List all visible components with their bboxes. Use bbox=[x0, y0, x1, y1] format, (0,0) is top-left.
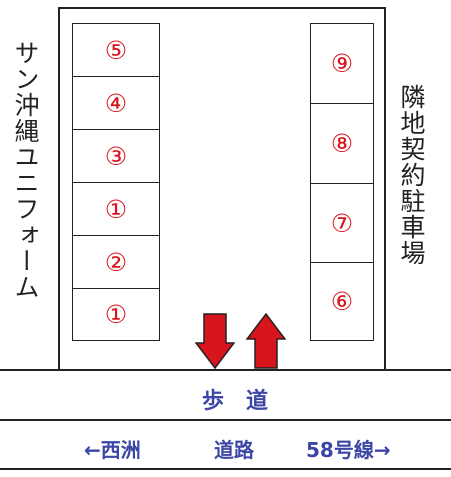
parking-slot: ④ bbox=[72, 76, 160, 130]
road-far-edge-line bbox=[0, 468, 451, 470]
left-slot-column: ⑤ ④ ③ ① ② ① bbox=[72, 23, 160, 341]
left-building-label: サン沖縄ユニフォーム bbox=[11, 40, 40, 300]
parking-slot: ⑤ bbox=[72, 23, 160, 77]
parking-slot: ① bbox=[72, 182, 160, 236]
road-direction-west: ←西洲 bbox=[84, 438, 141, 462]
parking-slot: ③ bbox=[72, 129, 160, 183]
road-label: 道路 bbox=[214, 438, 254, 462]
arrow-down-icon bbox=[195, 313, 235, 369]
parking-slot: ⑥ bbox=[310, 262, 374, 341]
parking-slot: ⑦ bbox=[310, 183, 374, 263]
road-edge-line bbox=[0, 419, 451, 421]
parking-slot: ⑧ bbox=[310, 103, 374, 184]
parking-slot: ⑨ bbox=[310, 23, 374, 104]
parking-slot: ① bbox=[72, 288, 160, 341]
right-lot-label: 隣地契約駐車場 bbox=[397, 84, 426, 266]
parking-slot: ② bbox=[72, 235, 160, 289]
sidewalk-label: 歩 道 bbox=[202, 389, 269, 414]
parking-lot-area bbox=[58, 7, 386, 369]
right-slot-column: ⑨ ⑧ ⑦ ⑥ bbox=[310, 23, 374, 341]
sidewalk-edge-line bbox=[0, 369, 451, 371]
arrow-up-icon bbox=[246, 313, 286, 369]
road-direction-route58: 58号線→ bbox=[306, 438, 391, 462]
